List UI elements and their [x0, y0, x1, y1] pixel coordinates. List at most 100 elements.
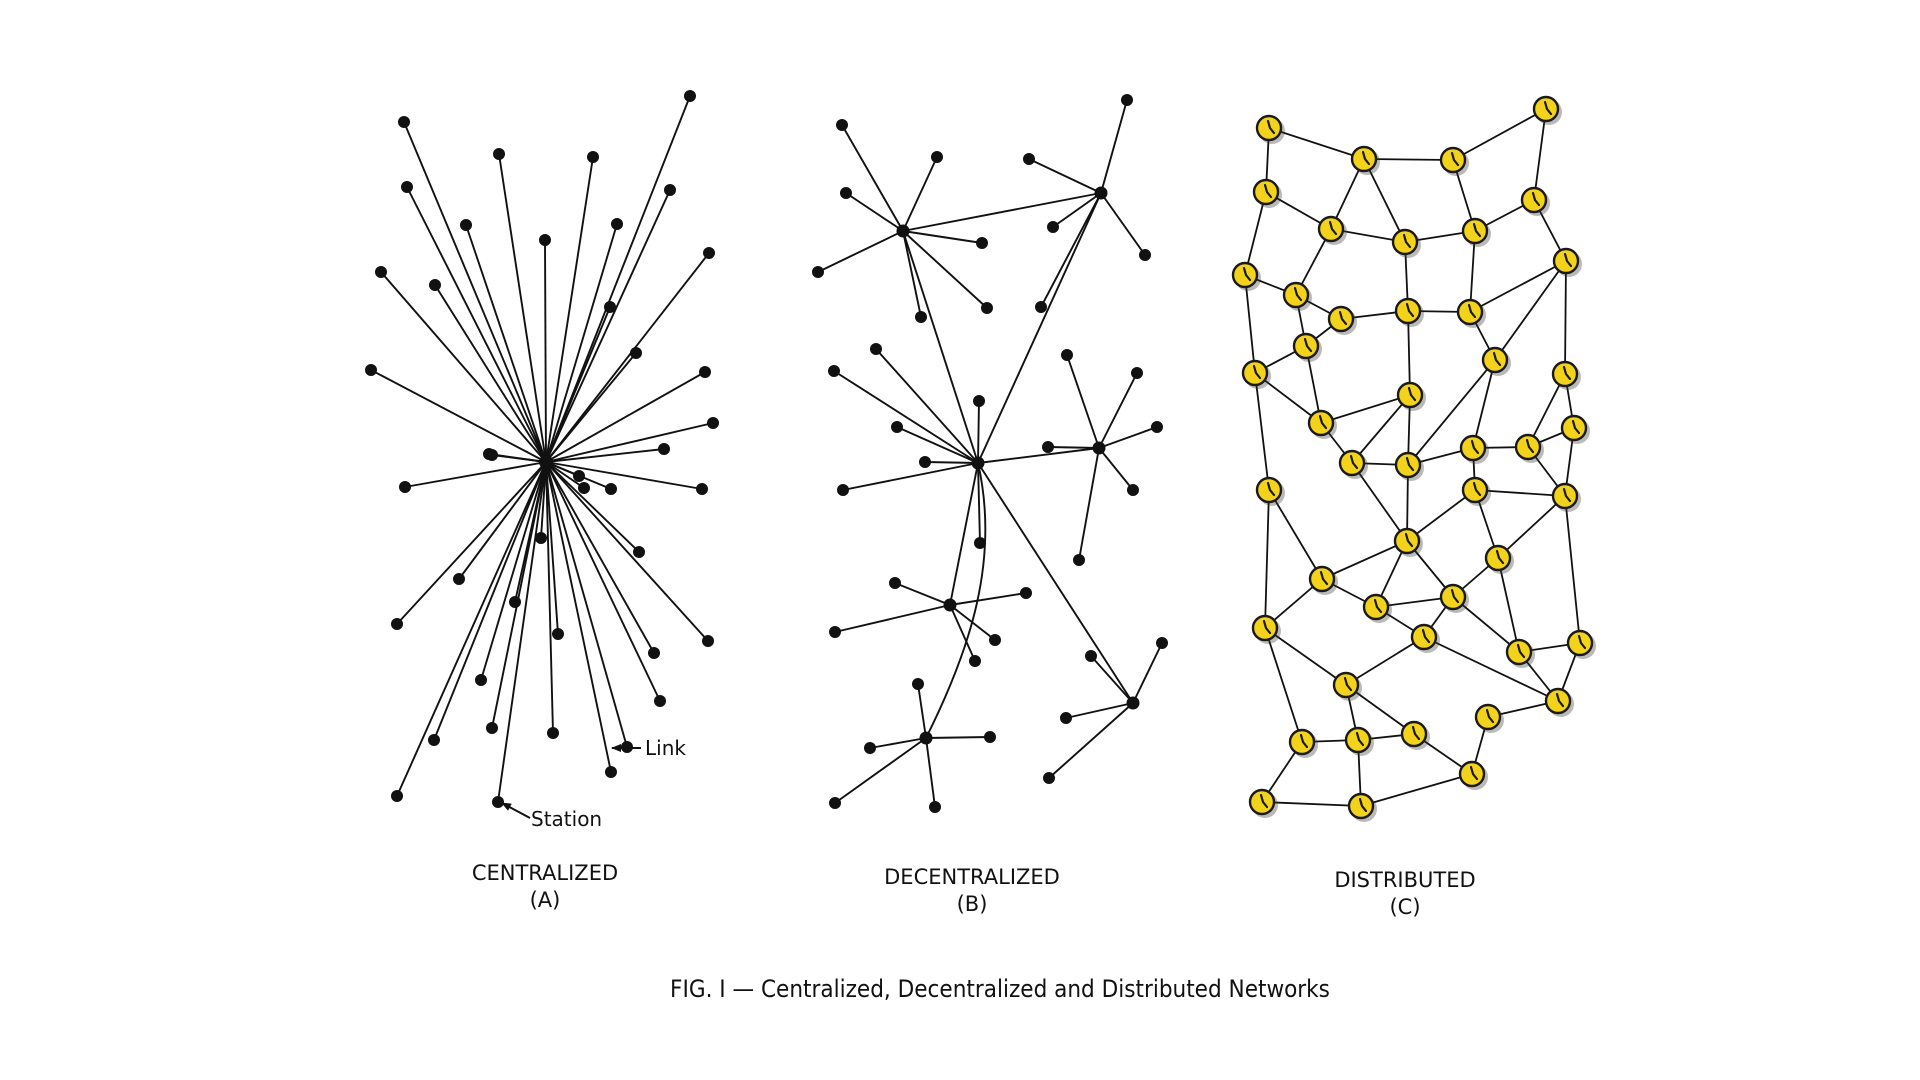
hub-node — [1092, 441, 1106, 455]
link-line — [545, 422, 714, 463]
link-line — [545, 461, 655, 654]
node-mark — [1259, 793, 1269, 809]
node-mark — [1562, 365, 1572, 381]
station-node — [1393, 527, 1423, 557]
node-mark — [1404, 532, 1414, 548]
link-line — [497, 461, 547, 803]
node-mark — [1531, 191, 1541, 207]
station-node — [702, 635, 714, 647]
station-node — [605, 483, 617, 495]
station-node — [1461, 217, 1491, 247]
station-node — [1047, 221, 1059, 233]
link-line — [924, 461, 979, 464]
node-mark — [1571, 419, 1581, 435]
link-line — [545, 461, 709, 642]
link-line — [545, 223, 618, 463]
link-line — [902, 230, 922, 318]
station-node — [552, 628, 564, 640]
node-mark — [1472, 481, 1482, 497]
link-line — [1527, 373, 1566, 448]
station-node — [1439, 146, 1469, 176]
link-line — [917, 683, 927, 739]
link-line — [1564, 495, 1581, 644]
link-line — [1469, 230, 1476, 313]
link-line — [491, 461, 547, 729]
link-line — [406, 186, 547, 463]
node-mark — [1543, 100, 1553, 116]
station-node — [1308, 565, 1338, 595]
station-node — [429, 279, 441, 291]
link-line — [1100, 99, 1128, 194]
link-line — [925, 737, 936, 808]
station-node — [812, 266, 824, 278]
station-node — [1248, 788, 1278, 818]
station-node — [870, 343, 882, 355]
link-line — [925, 736, 991, 739]
link-line — [1244, 274, 1256, 374]
link-line — [1452, 108, 1547, 161]
station-node — [840, 187, 852, 199]
link-line — [1098, 447, 1134, 491]
station-node — [684, 90, 696, 102]
station-node — [828, 365, 840, 377]
station-node — [1350, 145, 1380, 175]
link-line — [817, 230, 904, 273]
link-line — [1407, 310, 1411, 396]
link-line — [1132, 642, 1163, 704]
link-line — [1028, 158, 1102, 194]
centralized-network — [365, 90, 719, 808]
link-line — [1497, 557, 1520, 653]
node-mark — [1343, 676, 1353, 692]
station-node — [475, 674, 487, 686]
link-line — [545, 352, 637, 463]
station-node — [1505, 638, 1535, 668]
node-mark — [1525, 438, 1535, 454]
link-line — [480, 461, 547, 681]
hub-link — [925, 462, 987, 739]
panel-b-letter: (B) — [957, 892, 988, 916]
link-line — [1320, 394, 1411, 424]
station-node — [1347, 792, 1377, 822]
station-node — [1551, 482, 1581, 512]
link-line — [1472, 359, 1496, 449]
link-line — [1244, 191, 1267, 276]
link-line — [1351, 394, 1411, 464]
node-mark — [1495, 549, 1505, 565]
station-node — [401, 181, 413, 193]
link-line — [1363, 158, 1454, 161]
link-line — [545, 461, 661, 702]
node-mark — [1470, 439, 1480, 455]
link-line — [498, 153, 547, 463]
link-line — [1351, 462, 1408, 542]
station-node — [509, 596, 521, 608]
link-line — [1048, 702, 1134, 779]
station-node — [605, 766, 617, 778]
node-mark — [1516, 643, 1526, 659]
station-node — [836, 119, 848, 131]
station-node — [1394, 451, 1424, 481]
link-line — [545, 461, 640, 553]
link-line — [380, 271, 547, 463]
node-mark — [1373, 598, 1383, 614]
node-mark — [1358, 797, 1368, 813]
panel-b-title: DECENTRALIZED — [884, 865, 1060, 889]
link-line — [841, 124, 904, 232]
station-node — [969, 655, 981, 667]
node-mark — [1485, 708, 1495, 724]
link-line — [845, 192, 904, 232]
link-line — [869, 737, 927, 749]
station-annotation: Station — [501, 802, 602, 831]
station-node — [1456, 298, 1486, 328]
link-line — [396, 461, 547, 625]
station-node — [1292, 332, 1322, 362]
station-node — [1461, 476, 1491, 506]
station-node — [375, 266, 387, 278]
link-line — [1264, 627, 1303, 743]
link-line — [1360, 773, 1473, 807]
node-mark — [1319, 570, 1329, 586]
hub-node — [539, 455, 553, 469]
node-mark — [1492, 351, 1502, 367]
link-line — [545, 252, 710, 463]
station-node — [493, 148, 505, 160]
station-node — [699, 366, 711, 378]
